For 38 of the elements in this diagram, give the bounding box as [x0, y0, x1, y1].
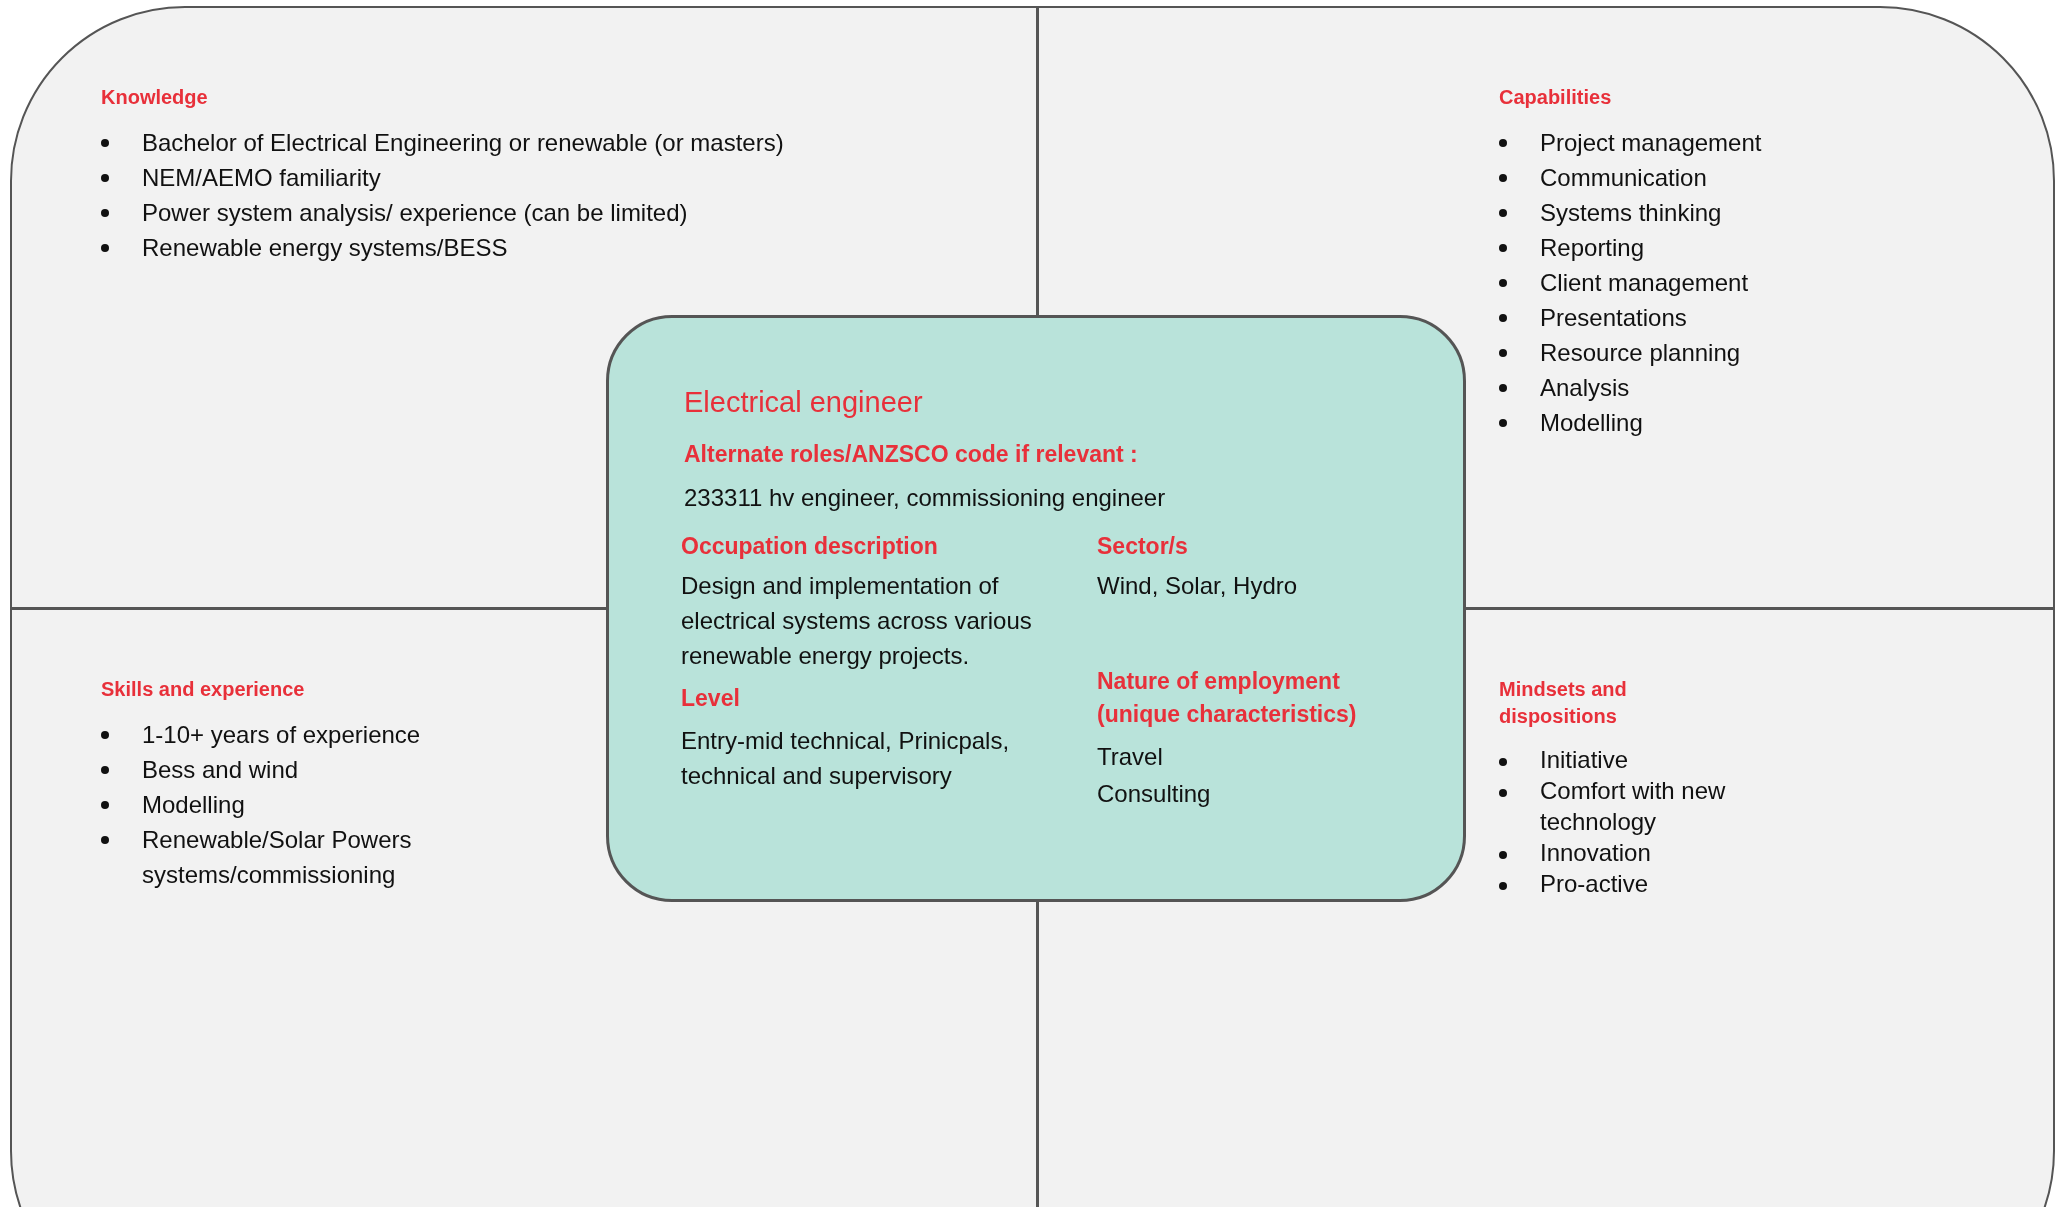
- list-item: Renewable energy systems/BESS: [142, 233, 508, 263]
- section-heading: Occupation description: [681, 532, 939, 561]
- section-heading: Knowledge: [101, 86, 208, 108]
- list-item: Resource planning: [1540, 338, 1741, 368]
- role-title: Electrical engineer: [684, 385, 924, 420]
- body-text: Entry-mid technical, Prinicpals, technical and supervisory: [681, 726, 1011, 791]
- list-item: Initiative: [1540, 745, 1629, 775]
- list-item: Presentations: [1540, 303, 1687, 333]
- section-heading: Level: [681, 684, 741, 713]
- section-heading: Nature of employment (unique characteristics): [1097, 667, 1358, 729]
- list-item: Communication: [1540, 163, 1707, 193]
- body-text: Design and implementation of electrical systems across various renewable energy projects.: [681, 571, 1033, 671]
- section-heading: Mindsets and dispositions: [1499, 678, 1627, 727]
- section-heading: Capabilities: [1499, 86, 1612, 108]
- section-heading: Alternate roles/ANZSCO code if relevant :: [684, 440, 1139, 469]
- list-item: Client management: [1540, 268, 1749, 298]
- list-item: Innovation: [1540, 838, 1651, 868]
- list-item: Power system analysis/ experience (can be limited): [142, 198, 688, 228]
- list-item: Bachelor of Electrical Engineering or renewable (or masters): [142, 128, 784, 158]
- list-item: Systems thinking: [1540, 198, 1722, 228]
- list-item: Comfort with new technology: [1540, 776, 1727, 837]
- list-item: Renewable/Solar Powers systems/commissioning: [142, 825, 413, 890]
- list-item: NEM/AEMO familiarity: [142, 163, 381, 193]
- body-text: Travel: [1097, 742, 1164, 772]
- section-heading: Skills and experience: [101, 678, 305, 700]
- body-text: Wind, Solar, Hydro: [1097, 571, 1299, 601]
- body-text: Consulting: [1097, 779, 1212, 809]
- list-item: 1-10+ years of experience: [142, 720, 421, 750]
- list-item: Reporting: [1540, 233, 1645, 263]
- list-item: Modelling: [1540, 408, 1643, 438]
- section-heading: Sector/s: [1097, 532, 1189, 561]
- list-item: Bess and wind: [142, 755, 299, 785]
- list-item: Analysis: [1540, 373, 1630, 403]
- body-text: 233311 hv engineer, commissioning engineer: [684, 483, 1167, 513]
- list-item: Pro-active: [1540, 869, 1649, 899]
- role-card: [606, 315, 1466, 902]
- list-item: Modelling: [142, 790, 245, 820]
- list-item: Project management: [1540, 128, 1762, 158]
